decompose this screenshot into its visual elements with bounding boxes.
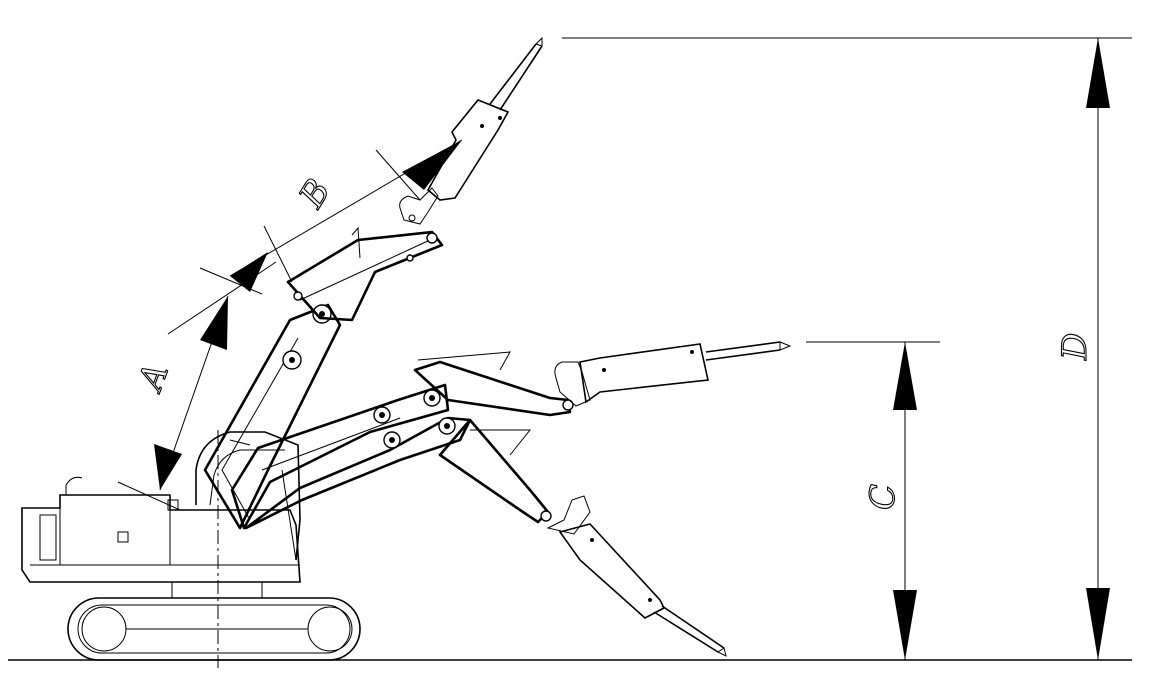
arm-horizontal	[230, 341, 792, 530]
dimension-b: B	[199, 139, 463, 295]
machine-base	[21, 431, 361, 661]
arrowhead-icon	[893, 342, 917, 410]
control-panel-icon	[117, 531, 129, 543]
label-b: B	[291, 172, 339, 215]
breaker-hammer-lowered	[546, 495, 727, 657]
arrowhead-icon	[1086, 588, 1110, 660]
arrowhead-icon	[230, 252, 268, 292]
arrowhead-icon	[893, 590, 917, 660]
arrowhead-icon	[402, 140, 462, 190]
breaker-hammer-horizontal	[554, 341, 792, 407]
label-d: D	[1055, 333, 1095, 361]
arrowhead-icon	[154, 444, 182, 490]
label-a: A	[130, 358, 177, 398]
arrowhead-icon	[1086, 38, 1110, 108]
arm-raised	[203, 36, 543, 530]
dimension-d: D	[562, 37, 1132, 660]
dimension-c: C	[806, 341, 940, 660]
label-c: C	[863, 484, 903, 510]
crawler-track	[67, 597, 361, 661]
arrowhead-icon	[200, 296, 228, 350]
machine-body	[21, 476, 301, 583]
breaker-hammer-raised	[399, 36, 543, 225]
arm-lowered	[244, 416, 727, 657]
